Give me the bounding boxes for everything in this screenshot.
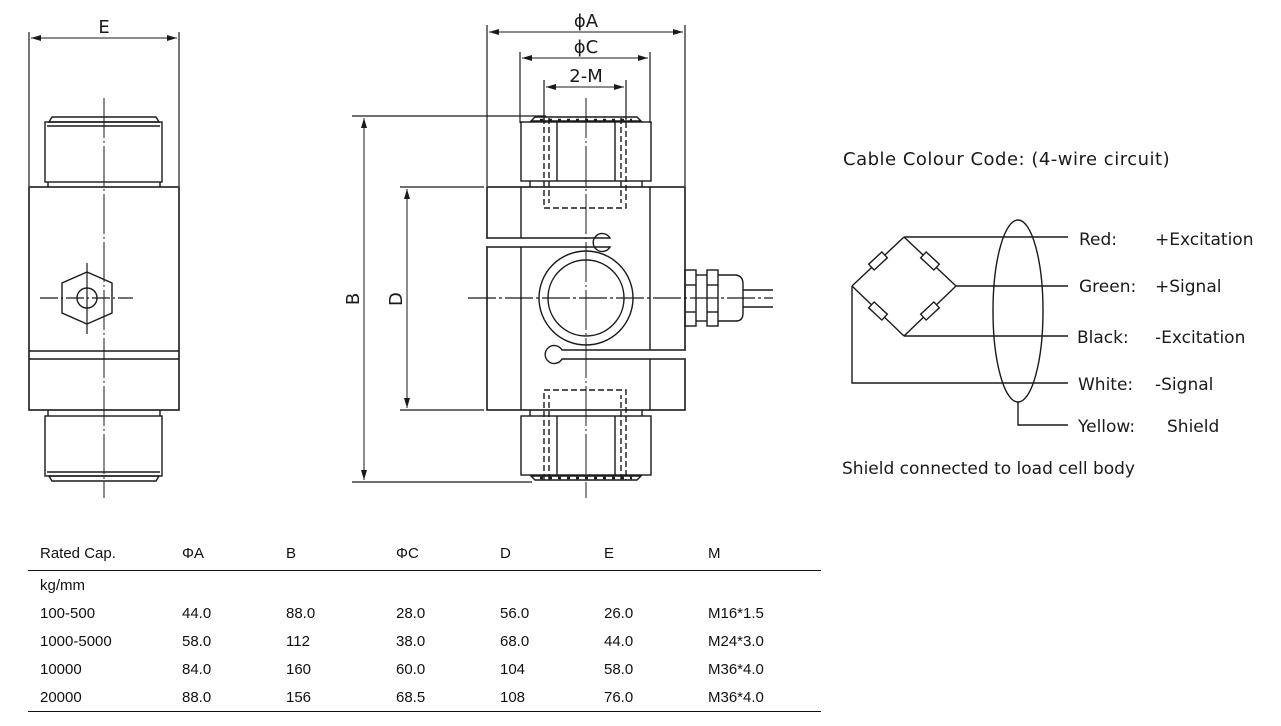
wheatstone-bridge-icon	[851, 236, 957, 337]
technical-drawing: E ϕA ϕC	[28, 11, 1253, 498]
side-view: E	[28, 17, 180, 498]
dimension-m-label: 2-M	[569, 66, 602, 87]
cell: 1000-5000	[40, 632, 112, 650]
header-e: E	[592, 536, 696, 571]
cell: 112	[286, 632, 310, 650]
cell: 88.0	[170, 683, 274, 712]
cell: 58.0	[604, 660, 634, 678]
table-row: 1000-5000 58.0 112 38.0 68.0 44.0 M24*3.…	[28, 627, 821, 655]
wire-function-green: +Signal	[1155, 277, 1221, 297]
cell: M16*1.5	[708, 604, 764, 622]
cell: M24*3.0	[708, 632, 764, 650]
cell: 44.0	[182, 604, 212, 622]
cell: 56.0	[500, 604, 530, 622]
wire-function-yellow: Shield	[1167, 417, 1219, 437]
spec-table: Rated Cap. ΦA B ΦC D E M kg/mm 100-500 4…	[28, 536, 821, 712]
dimension-a-label: ϕA	[574, 11, 599, 32]
header-b: B	[274, 536, 384, 571]
header-d: D	[488, 536, 592, 571]
cell: 156	[274, 683, 384, 712]
dimension-d-label: D	[386, 292, 407, 306]
wire-color-yellow: Yellow:	[1077, 417, 1135, 437]
wire-color-green: Green:	[1079, 277, 1136, 297]
cell: 38.0	[396, 632, 426, 650]
cell: 104	[500, 660, 526, 678]
wire-function-black: -Excitation	[1155, 328, 1245, 348]
wire-function-white: -Signal	[1155, 375, 1213, 395]
wire-color-red: Red:	[1079, 230, 1117, 250]
wire-color-white: White:	[1078, 375, 1133, 395]
cell: 100-500	[40, 604, 96, 622]
cell: 26.0	[604, 604, 634, 622]
cell: 60.0	[396, 660, 426, 678]
shield-ellipse-icon	[992, 219, 1044, 403]
header-rated-cap: Rated Cap.	[28, 536, 170, 571]
dimension-c-label: ϕC	[574, 37, 598, 58]
cell: 76.0	[592, 683, 696, 712]
cell: 68.0	[500, 632, 530, 650]
wiring-diagram: Cable Colour Code: (4-wire circuit) Red:…	[842, 149, 1253, 479]
wiring-title: Cable Colour Code: (4-wire circuit)	[843, 149, 1170, 170]
unit-label: kg/mm	[40, 576, 85, 594]
cell: M36*4.0	[696, 683, 821, 712]
wire-color-black: Black:	[1077, 328, 1129, 348]
dimension-e-label: E	[98, 17, 109, 38]
cell: 84.0	[182, 660, 212, 678]
table-row: 100-500 44.0 88.0 28.0 56.0 26.0 M16*1.5	[28, 599, 821, 627]
cell: 160	[286, 660, 312, 678]
table-row: 10000 84.0 160 60.0 104 58.0 M36*4.0	[28, 655, 821, 683]
header-phi-a: ΦA	[170, 536, 274, 571]
cell: M36*4.0	[708, 660, 764, 678]
cell: 58.0	[182, 632, 212, 650]
cell: 68.5	[384, 683, 488, 712]
front-view: ϕA ϕC 2-M B D	[343, 11, 773, 498]
cell: 88.0	[286, 604, 316, 622]
table-row: 20000 88.0 156 68.5 108 76.0 M36*4.0	[28, 683, 821, 712]
unit-row: kg/mm	[28, 571, 821, 600]
header-m: M	[696, 536, 821, 571]
shield-note: Shield connected to load cell body	[842, 459, 1135, 479]
wire-function-red: +Excitation	[1155, 230, 1253, 250]
cell: 44.0	[604, 632, 634, 650]
header-phi-c: ΦC	[384, 536, 488, 571]
cell: 28.0	[396, 604, 426, 622]
cell: 20000	[28, 683, 170, 712]
cell: 10000	[40, 660, 82, 678]
cell: 108	[488, 683, 592, 712]
dimension-b-label: B	[343, 293, 364, 305]
table-header-row: Rated Cap. ΦA B ΦC D E M	[28, 536, 821, 571]
